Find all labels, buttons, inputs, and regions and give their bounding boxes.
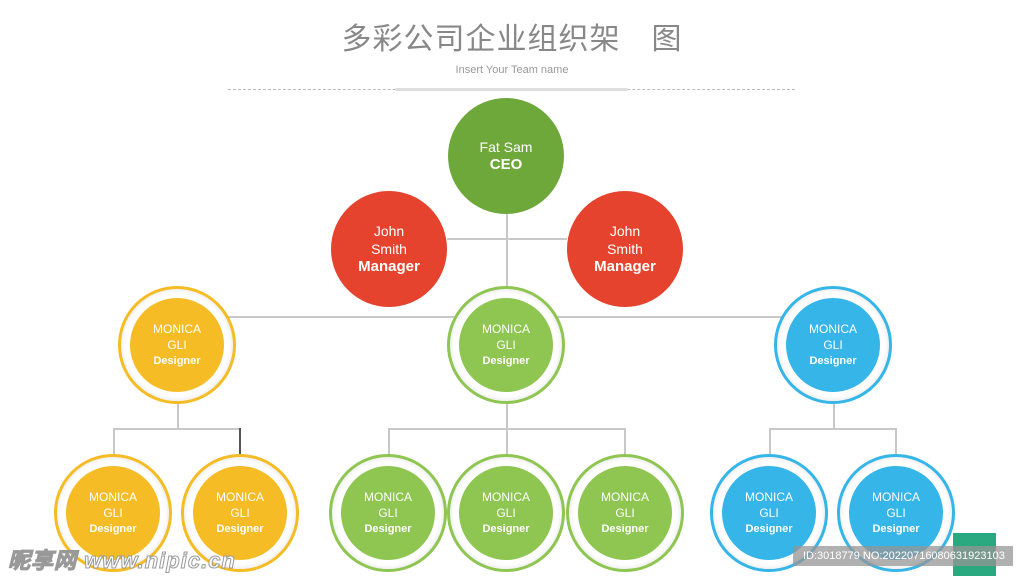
connector (239, 428, 241, 458)
connector (895, 428, 897, 458)
designer-node[interactable]: MONICA GLI Designer (447, 454, 565, 572)
manager-last-name: Smith (607, 241, 643, 257)
manager-first-name: John (609, 223, 641, 239)
connector (833, 400, 835, 428)
designer-circle: MONICA GLI Designer (130, 298, 224, 392)
designer-first-name: MONICA (89, 490, 137, 504)
manager-node[interactable]: John Smith Manager (567, 191, 683, 307)
designer-circle: MONICA GLI Designer (786, 298, 880, 392)
designer-circle: MONICA GLI Designer (341, 466, 435, 560)
designer-role: Designer (153, 355, 201, 367)
connector (113, 428, 241, 430)
designer-last-name: GLI (167, 338, 187, 352)
designer-circle: MONICA GLI Designer (578, 466, 672, 560)
designer-circle: MONICA GLI Designer (459, 298, 553, 392)
connector (624, 428, 626, 458)
designer-role: Designer (872, 523, 920, 535)
designer-node[interactable]: MONICA GLI Designer (329, 454, 447, 572)
subtitle: Insert Your Team name (455, 64, 569, 76)
designer-role: Designer (216, 523, 264, 535)
designer-first-name: MONICA (601, 490, 649, 504)
designer-node[interactable]: MONICA GLI Designer (181, 454, 299, 572)
designer-first-name: MONICA (153, 322, 201, 336)
designer-last-name: GLI (378, 506, 398, 520)
designer-circle: MONICA GLI Designer (459, 466, 553, 560)
designer-first-name: MONICA (482, 322, 530, 336)
designer-first-name: MONICA (216, 490, 264, 504)
manager-node[interactable]: John Smith Manager (331, 191, 447, 307)
designer-node[interactable]: MONICA GLI Designer (566, 454, 684, 572)
designer-circle: MONICA GLI Designer (66, 466, 160, 560)
designer-role: Designer (364, 523, 412, 535)
connector (388, 428, 390, 458)
designer-circle: MONICA GLI Designer (849, 466, 943, 560)
designer-role: Designer (809, 355, 857, 367)
designer-first-name: MONICA (482, 490, 530, 504)
manager-first-name: John (373, 223, 405, 239)
designer-role: Designer (745, 523, 793, 535)
designer-last-name: GLI (103, 506, 123, 520)
connector (177, 400, 179, 428)
connector (447, 238, 567, 240)
manager-role: Manager (358, 258, 420, 275)
connector (769, 428, 897, 430)
ceo-name: Fat Sam (479, 139, 533, 155)
designer-role: Designer (89, 523, 137, 535)
manager-role: Manager (594, 258, 656, 275)
manager-last-name: Smith (371, 241, 407, 257)
designer-node[interactable]: MONICA GLI Designer (118, 286, 236, 404)
designer-role: Designer (482, 523, 530, 535)
designer-circle: MONICA GLI Designer (722, 466, 816, 560)
designer-last-name: GLI (230, 506, 250, 520)
designer-last-name: GLI (496, 506, 516, 520)
divider-bar (395, 88, 628, 91)
designer-last-name: GLI (759, 506, 779, 520)
designer-first-name: MONICA (809, 322, 857, 336)
designer-node[interactable]: MONICA GLI Designer (54, 454, 172, 572)
ceo-role: CEO (489, 156, 523, 173)
designer-node[interactable]: MONICA GLI Designer (774, 286, 892, 404)
designer-last-name: GLI (886, 506, 906, 520)
watermark-logo: 昵享网 www.nipic.cn (8, 548, 236, 574)
page-title: 多彩公司企业组织架 图 (341, 22, 683, 57)
designer-node[interactable]: MONICA GLI Designer (447, 286, 565, 404)
designer-first-name: MONICA (872, 490, 920, 504)
designer-first-name: MONICA (364, 490, 412, 504)
connector (388, 428, 626, 430)
designer-last-name: GLI (496, 338, 516, 352)
image-id-label: ID:3018779 NO:20220716080631923103 (793, 546, 1013, 566)
designer-role: Designer (482, 355, 530, 367)
connector (769, 428, 771, 458)
designer-first-name: MONICA (745, 490, 793, 504)
designer-last-name: GLI (615, 506, 635, 520)
ceo-node[interactable]: Fat Sam CEO (448, 98, 564, 214)
designer-last-name: GLI (823, 338, 843, 352)
designer-circle: MONICA GLI Designer (193, 466, 287, 560)
connector (113, 428, 115, 458)
designer-role: Designer (601, 523, 649, 535)
